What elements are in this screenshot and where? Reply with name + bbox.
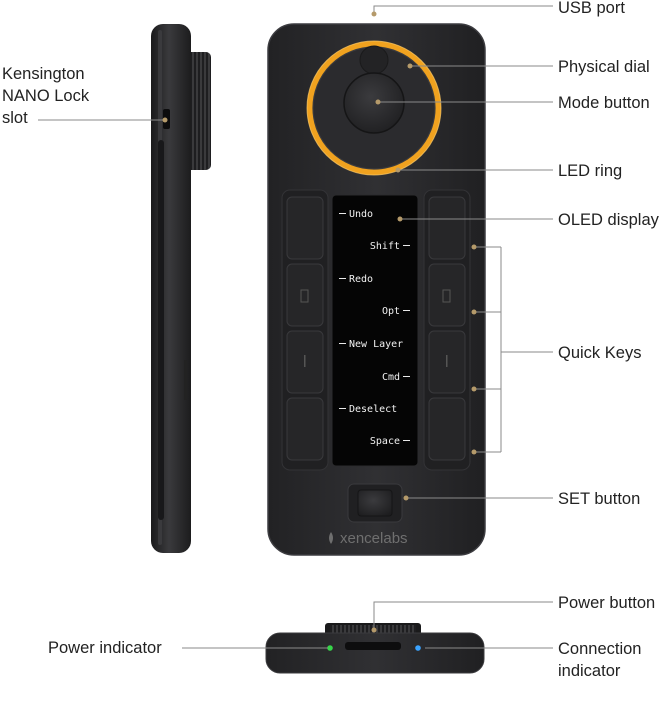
connection-led: [415, 645, 421, 651]
label-mode-button: Mode button: [558, 94, 650, 112]
quick-key-columns: [281, 189, 471, 471]
label-physical-dial: Physical dial: [558, 58, 650, 76]
set-button-shape: [357, 489, 393, 517]
oled-left-item: New Layer: [349, 339, 403, 350]
oled-screen: [331, 194, 419, 467]
oled-left-item: Deselect: [349, 404, 397, 415]
side-body: [151, 24, 191, 553]
oled-left-item: Undo: [349, 209, 373, 220]
oled-right-item: Space: [370, 436, 400, 447]
bottom-view-device: [265, 623, 485, 674]
leader-lines: [38, 5, 553, 649]
callout-dots: [162, 11, 477, 633]
label-usb-port: USB port: [558, 0, 625, 17]
label-power-button: Power button: [558, 594, 656, 612]
oled-left-item: Redo: [349, 274, 373, 285]
label-led-ring: LED ring: [558, 162, 623, 180]
oled-right-item: Cmd: [382, 372, 400, 383]
label-kensington-slot: Kensington NANO Lock slot: [2, 65, 90, 127]
side-view-device: [151, 24, 211, 553]
label-quick-keys: Quick Keys: [558, 344, 642, 362]
oled-right-item: Opt: [382, 306, 400, 317]
label-power-indicator: Power indicator: [48, 639, 162, 657]
brand-logo: xencelabs: [340, 530, 408, 547]
power-button-slot: [345, 642, 401, 650]
oled-right-item: Shift: [370, 241, 400, 252]
label-set-button: SET button: [558, 490, 641, 508]
mode-button-shape: [344, 73, 404, 133]
label-oled-display: OLED display: [558, 211, 659, 229]
label-connection-indicator: Connection indicator: [558, 640, 642, 680]
power-led: [327, 645, 333, 651]
